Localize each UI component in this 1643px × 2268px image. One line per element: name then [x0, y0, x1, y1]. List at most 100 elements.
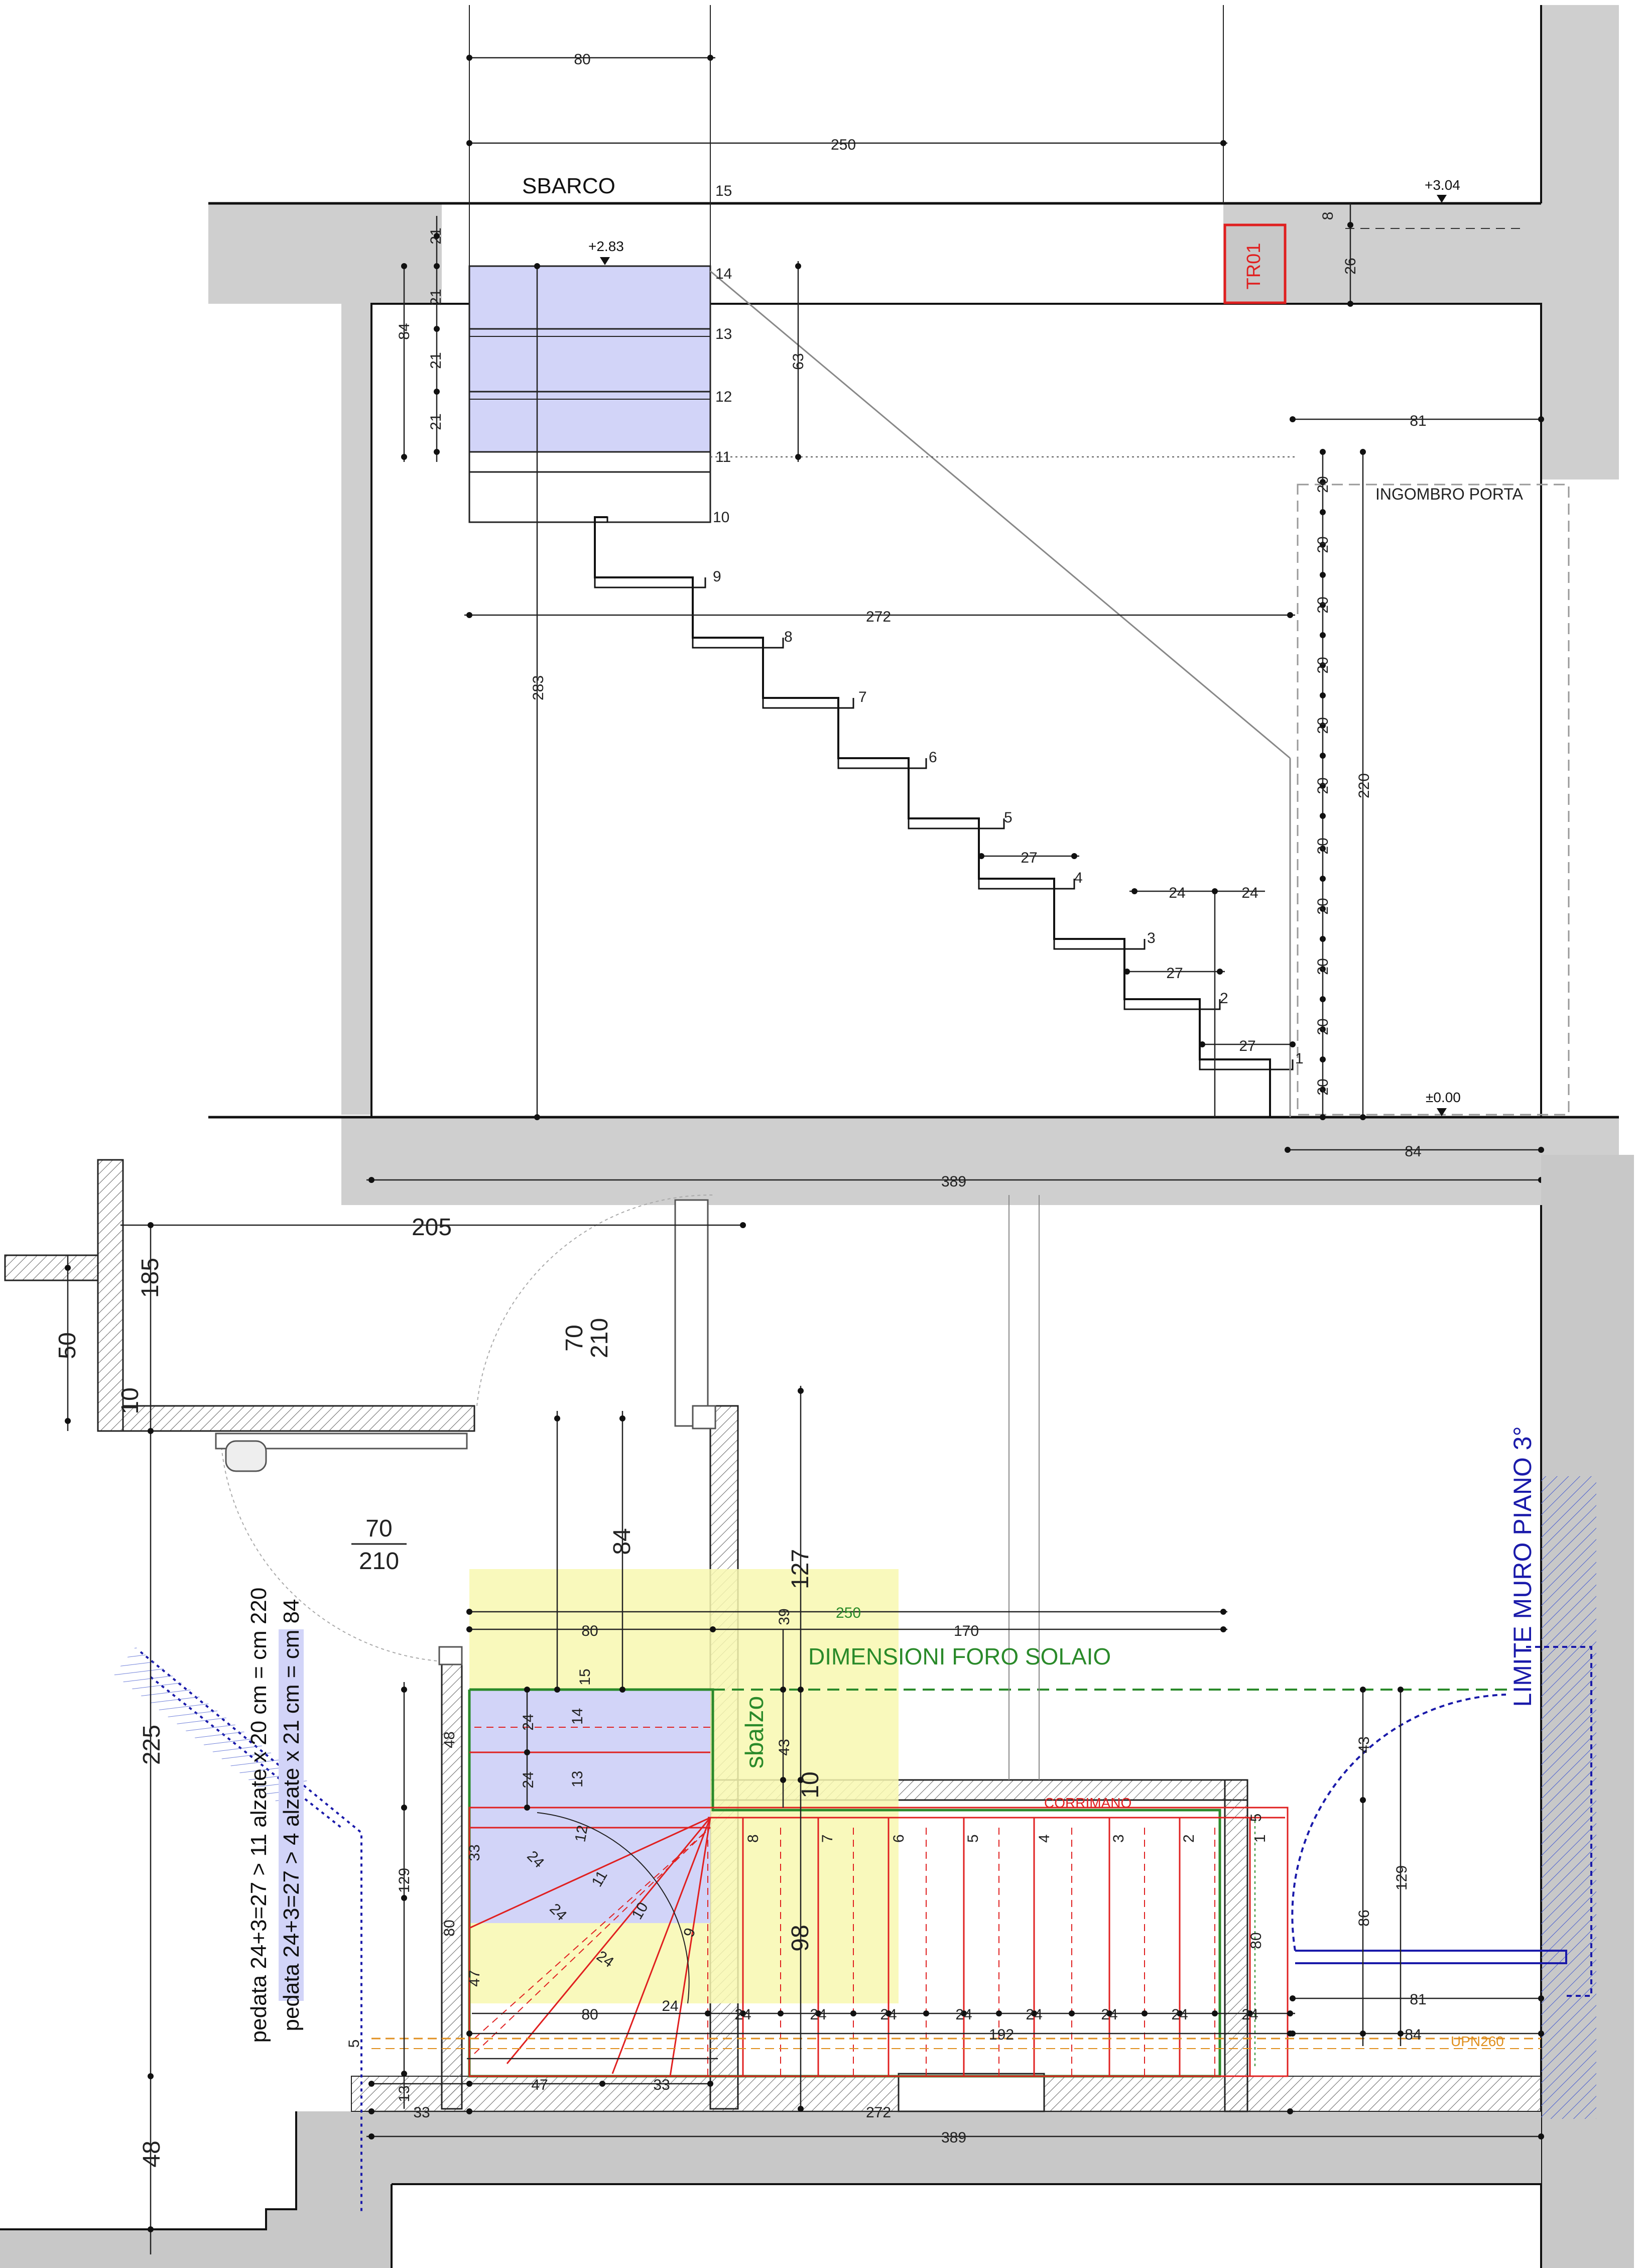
level-top-floor: +3.04: [1425, 177, 1460, 193]
section-dim-24-a: 24: [1169, 885, 1185, 901]
note-line-2: pedata 24+3=27 > 4 alzate x 21 cm = cm 8…: [279, 1599, 304, 2031]
riser-dim-20-9: 20: [1315, 596, 1331, 613]
plan-step-1: 1: [1252, 1834, 1269, 1843]
plan-dim-5-right: 5: [1248, 1814, 1265, 1822]
plan-dim-15: 15: [577, 1668, 593, 1685]
plan-step-14: 14: [569, 1708, 586, 1725]
plan-dim-272: 272: [866, 2104, 891, 2121]
wall-upper-left: [208, 203, 442, 304]
plan-dim-13: 13: [396, 2085, 413, 2102]
section-dim-24-b: 24: [1241, 885, 1258, 901]
plan-dim-170: 170: [954, 1623, 979, 1639]
riser-dim-20-7: 20: [1315, 717, 1331, 734]
section-step-7: 7: [858, 689, 867, 705]
door-b-left: 210: [359, 1548, 399, 1575]
plan-hatch-right: [1541, 1476, 1596, 2119]
door-swing-right: [1291, 1694, 1506, 1951]
section-dim-27-b: 27: [1166, 965, 1183, 982]
plan-step-7: 7: [819, 1834, 836, 1843]
plan-dim-47-h: 47: [531, 2077, 548, 2093]
wall-left: [341, 301, 371, 1115]
door-swing-left: [220, 1441, 452, 1662]
section-step-13: 13: [715, 326, 732, 342]
landing-label: SBARCO: [522, 174, 615, 198]
tr01-label: TR01: [1243, 243, 1265, 290]
plan-step-12: 12: [572, 1824, 591, 1844]
section-dim-21-d: 21: [428, 413, 444, 430]
tread-24-9: 24: [1241, 2006, 1258, 2023]
tread-24-7: 24: [1101, 2006, 1117, 2023]
section-dim-272: 272: [866, 609, 891, 625]
section-step-1: 1: [1295, 1050, 1304, 1067]
plan-dim-127: 127: [787, 1549, 814, 1589]
level-ground: ±0.00: [1426, 1090, 1461, 1105]
plan-dim-80-right: 80: [1248, 1932, 1265, 1949]
plan-dim-5: 5: [346, 2040, 362, 2048]
plan-step-8: 8: [745, 1834, 762, 1843]
section-dim-389: 389: [941, 1173, 966, 1190]
dim-250-green: 250: [836, 1605, 861, 1621]
plan-dim-84-b: 84: [1405, 2026, 1421, 2043]
plan-dim-185: 185: [137, 1258, 164, 1298]
section-dim-81: 81: [1410, 413, 1426, 429]
plan-dim-205: 205: [412, 1214, 452, 1241]
riser-dim-20-8: 20: [1315, 657, 1331, 673]
plan-step-6: 6: [891, 1834, 907, 1843]
plan-step-2: 2: [1181, 1834, 1197, 1843]
stair-profile: [594, 516, 1271, 1117]
riser-dim-20-5: 20: [1315, 838, 1331, 854]
plan-dim-129-right: 129: [1394, 1865, 1410, 1890]
wall-right-top: [1541, 5, 1619, 480]
tr01-box: [1223, 223, 1287, 304]
section-step-15: 15: [715, 183, 732, 199]
section-dim-21-c: 21: [428, 352, 444, 369]
landing-treads: [468, 265, 711, 453]
note-line-1: pedata 24+3=27 > 11 alzate x 20 cm = cm …: [246, 1588, 271, 2043]
hole-label: DIMENSIONI FORO SOLAIO: [808, 1643, 1111, 1669]
section-dim-8: 8: [1320, 212, 1336, 220]
tread-24-8: 24: [1171, 2006, 1188, 2023]
plan-dim-50: 50: [54, 1332, 81, 1359]
plan-dim-84: 84: [609, 1528, 636, 1555]
plan-bottom-wall: [0, 2111, 1541, 2268]
tread-24-5: 24: [955, 2006, 972, 2023]
plan-wall-top-left: [97, 1159, 124, 1432]
riser-dim-20-4: 20: [1315, 898, 1331, 914]
plan-dim-86: 86: [1356, 1909, 1372, 1926]
plan-step-4: 4: [1036, 1834, 1053, 1843]
section-dim-63: 63: [790, 353, 807, 370]
section-step-8: 8: [784, 629, 793, 645]
limit-label: LIMITE MURO PIANO 3°: [1508, 1426, 1537, 1707]
tread-24-3: 24: [810, 2006, 826, 2023]
plan-step-13: 13: [569, 1771, 586, 1787]
plan-dim-43-right: 43: [1356, 1736, 1372, 1753]
plan-landing-treads: [469, 1690, 710, 1923]
plan-dim-10: 10: [117, 1387, 144, 1414]
section-step-2: 2: [1220, 990, 1228, 1007]
plan-dim-39: 39: [776, 1608, 793, 1625]
door-a-top: 70: [561, 1325, 588, 1351]
plan-dim-10b: 10: [797, 1771, 824, 1798]
riser-dim-20-11: 20: [1315, 476, 1331, 493]
sbalzo-label: sbalzo: [740, 1696, 769, 1769]
tread-24-6: 24: [1026, 2006, 1042, 2023]
plan-dim-81: 81: [1410, 1991, 1426, 2008]
plan-dim-47-v: 47: [466, 1970, 483, 1986]
section-dim-21-b: 21: [428, 289, 444, 305]
section-dim-84: 84: [396, 323, 413, 339]
floor-slab: [341, 1117, 1619, 1205]
plan-dim-48: 48: [139, 2140, 165, 2167]
section-step-6: 6: [929, 749, 937, 766]
plan-view: 205 185 50 10 225 48 84 127 98 10 70 210…: [0, 1155, 1634, 2268]
tread-24-2: 24: [734, 2006, 751, 2023]
plan-dim-80: 80: [581, 1623, 598, 1639]
plan-step-5: 5: [965, 1834, 981, 1843]
plan-dim-33-bottom: 33: [413, 2104, 430, 2121]
plan-dim-389: 389: [941, 2129, 966, 2146]
level-landing: +2.83: [588, 238, 624, 254]
plan-dim-80-v: 80: [441, 1920, 458, 1936]
section-dim-220: 220: [1356, 773, 1372, 798]
section-step-3: 3: [1147, 930, 1156, 946]
section-dim-21-a: 21: [428, 227, 444, 244]
